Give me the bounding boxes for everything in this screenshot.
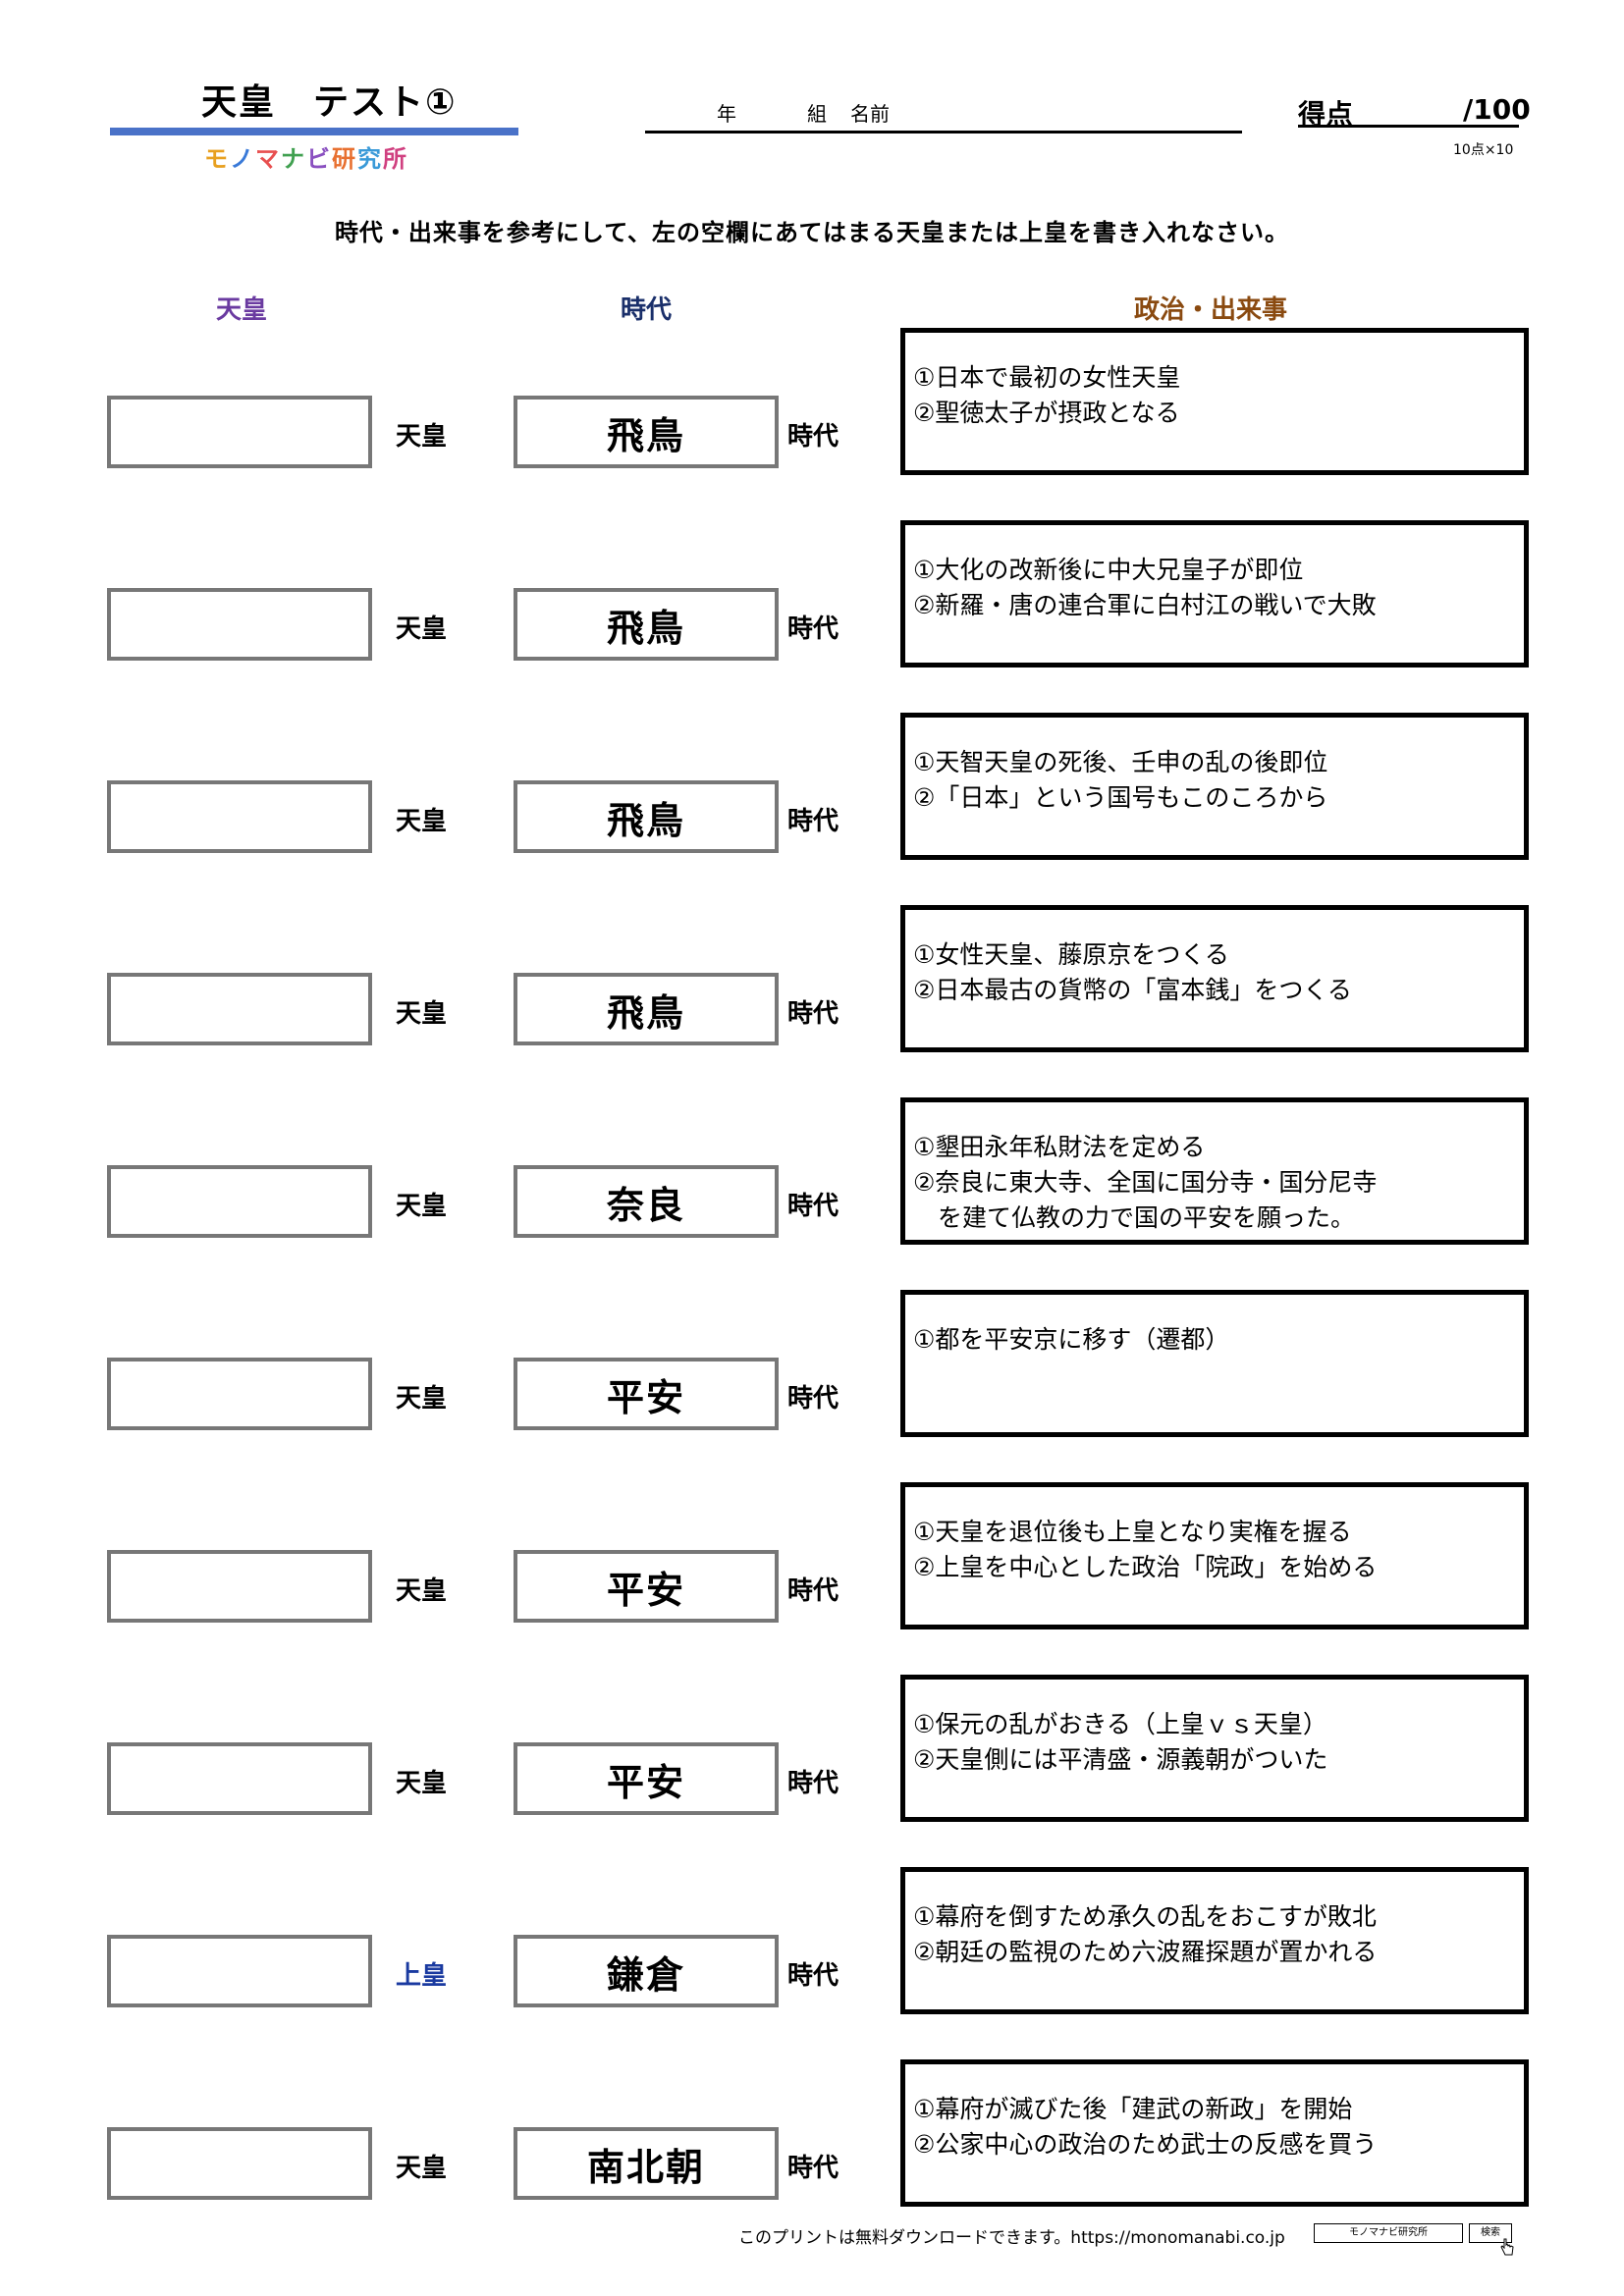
event-line: ②朝廷の監視のため六波羅探題が置かれる [913, 1938, 1378, 1966]
event-line: ②聖徳太子が摂政となる [913, 399, 1180, 427]
footer-search-box: モノマナビ研究所 [1314, 2223, 1463, 2243]
answer-input-box[interactable] [107, 1935, 372, 2007]
score-line [1298, 125, 1519, 128]
column-header-event: 政治・出来事 [1134, 295, 1288, 325]
hand-cursor-icon [1500, 2238, 1514, 2256]
answer-input-box[interactable] [107, 1742, 372, 1815]
event-line: ①幕府が滅びた後「建武の新政」を開始 [913, 2095, 1353, 2123]
era-box: 平安 [514, 1550, 779, 1623]
question-row: 天皇 飛鳥時代 ①女性天皇、藤原京をつくる ②日本最古の貨幣の「富本銭」をつくる [0, 905, 1624, 1052]
event-line: を建て仏教の力で国の平安を願った。 [913, 1203, 1356, 1232]
name-label: 名前 [850, 102, 890, 126]
question-row: 天皇 平安時代 ①天皇を退位後も上皇となり実権を握る ②上皇を中心とした政治「院政」を… [0, 1482, 1624, 1629]
event-line: ②新羅・唐の連合軍に白村江の戦いで大敗 [913, 591, 1377, 619]
event-line: ①天智天皇の死後、壬申の乱の後即位 [913, 748, 1328, 776]
event-box: ①大化の改新後に中大兄皇子が即位 ②新羅・唐の連合軍に白村江の戦いで大敗 [900, 520, 1529, 667]
emperor-suffix: 天皇 [396, 807, 448, 836]
year-label: 年 [717, 102, 736, 126]
question-row: 天皇 平安時代 ①都を平安京に移す（遷都） [0, 1290, 1624, 1437]
event-box: ①都を平安京に移す（遷都） [900, 1290, 1529, 1437]
era-suffix: 時代 [787, 1192, 839, 1221]
event-line: ①幕府を倒すため承久の乱をおこすが敗北 [913, 1902, 1377, 1931]
era-suffix: 時代 [787, 422, 839, 452]
era-box: 飛鳥 [514, 973, 779, 1045]
emperor-suffix: 天皇 [396, 1192, 448, 1221]
footer-search-button: 検索 [1469, 2223, 1512, 2243]
event-box: ①日本で最初の女性天皇 ②聖徳太子が摂政となる [900, 328, 1529, 475]
event-line: ②「日本」という国号もこのころから [913, 783, 1328, 812]
event-box: ①保元の乱がおきる（上皇ｖｓ天皇） ②天皇側には平清盛・源義朝がついた [900, 1675, 1529, 1822]
event-line: ①女性天皇、藤原京をつくる [913, 940, 1229, 969]
era-box: 飛鳥 [514, 780, 779, 853]
event-line: ②奈良に東大寺、全国に国分寺・国分尼寺 [913, 1168, 1378, 1197]
event-line: ①保元の乱がおきる（上皇ｖｓ天皇） [913, 1710, 1327, 1738]
answer-input-box[interactable] [107, 2127, 372, 2200]
era-box: 飛鳥 [514, 396, 779, 468]
event-box: ①天智天皇の死後、壬申の乱の後即位 ②「日本」という国号もこのころから [900, 713, 1529, 860]
era-suffix: 時代 [787, 1384, 839, 1414]
emperor-suffix: 天皇 [396, 614, 448, 644]
event-line: ①墾田永年私財法を定める [913, 1133, 1206, 1161]
answer-input-box[interactable] [107, 1358, 372, 1430]
event-line: ①天皇を退位後も上皇となり実権を握る [913, 1518, 1352, 1546]
event-line: ①都を平安京に移す（遷都） [913, 1325, 1230, 1354]
answer-input-box[interactable] [107, 1165, 372, 1238]
event-box: ①幕府が滅びた後「建武の新政」を開始 ②公家中心の政治のため武士の反感を買う [900, 2059, 1529, 2207]
title-underline [110, 128, 518, 135]
emperor-suffix: 天皇 [396, 1384, 448, 1414]
event-line: ②公家中心の政治のため武士の反感を買う [913, 2130, 1378, 2159]
event-box: ①女性天皇、藤原京をつくる ②日本最古の貨幣の「富本銭」をつくる [900, 905, 1529, 1052]
era-box: 飛鳥 [514, 588, 779, 661]
answer-input-box[interactable] [107, 780, 372, 853]
answer-input-box[interactable] [107, 1550, 372, 1623]
points-note: 10点×10 [1453, 142, 1514, 158]
emperor-suffix: 天皇 [396, 1576, 448, 1606]
answer-input-box[interactable] [107, 396, 372, 468]
event-line: ②日本最古の貨幣の「富本銭」をつくる [913, 976, 1352, 1004]
answer-input-box[interactable] [107, 588, 372, 661]
event-line: ②上皇を中心とした政治「院政」を始める [913, 1553, 1378, 1581]
era-box: 平安 [514, 1742, 779, 1815]
era-box: 奈良 [514, 1165, 779, 1238]
era-box: 鎌倉 [514, 1935, 779, 2007]
event-box: ①幕府を倒すため承久の乱をおこすが敗北 ②朝廷の監視のため六波羅探題が置かれる [900, 1867, 1529, 2014]
column-header-emperor: 天皇 [216, 295, 268, 325]
question-row: 天皇 飛鳥時代 ①大化の改新後に中大兄皇子が即位 ②新羅・唐の連合軍に白村江の戦いで大… [0, 520, 1624, 667]
page-title: 天皇 テスト① [201, 82, 458, 123]
era-suffix: 時代 [787, 807, 839, 836]
event-line: ①大化の改新後に中大兄皇子が即位 [913, 556, 1304, 584]
event-line: ①日本で最初の女性天皇 [913, 363, 1181, 392]
era-suffix: 時代 [787, 1769, 839, 1798]
class-label: 組 [807, 102, 827, 126]
emperor-suffix: 天皇 [396, 422, 448, 452]
answer-input-box[interactable] [107, 973, 372, 1045]
emperor-suffix: 天皇 [396, 2154, 448, 2183]
question-row: 上皇 鎌倉時代 ①幕府を倒すため承久の乱をおこすが敗北 ②朝廷の監視のため六波羅探題が… [0, 1867, 1624, 2014]
question-row: 天皇 飛鳥時代 ①天智天皇の死後、壬申の乱の後即位 ②「日本」という国号もこのころから [0, 713, 1624, 860]
era-suffix: 時代 [787, 1576, 839, 1606]
question-row: 天皇 飛鳥時代 ①日本で最初の女性天皇 ②聖徳太子が摂政となる [0, 328, 1624, 475]
era-box: 南北朝 [514, 2127, 779, 2200]
question-row: 天皇 平安時代 ①保元の乱がおきる（上皇ｖｓ天皇） ②天皇側には平清盛・源義朝がついた [0, 1675, 1624, 1822]
emperor-suffix: 天皇 [396, 1769, 448, 1798]
emperor-suffix: 上皇 [396, 1961, 448, 1991]
emperor-suffix: 天皇 [396, 999, 448, 1029]
era-suffix: 時代 [787, 2154, 839, 2183]
event-box: ①墾田永年私財法を定める ②奈良に東大寺、全国に国分寺・国分尼寺 を建て仏教の力で… [900, 1097, 1529, 1245]
question-row: 天皇 奈良時代 ①墾田永年私財法を定める ②奈良に東大寺、全国に国分寺・国分尼寺 を建… [0, 1097, 1624, 1245]
era-suffix: 時代 [787, 999, 839, 1029]
event-box: ①天皇を退位後も上皇となり実権を握る ②上皇を中心とした政治「院政」を始める [900, 1482, 1529, 1629]
event-line: ②天皇側には平清盛・源義朝がついた [913, 1745, 1328, 1774]
score-max: /100 [1463, 93, 1531, 126]
column-header-era: 時代 [621, 295, 673, 325]
logo: モノマナビ研究所 [204, 145, 408, 173]
era-box: 平安 [514, 1358, 779, 1430]
name-line [645, 131, 1242, 133]
instruction: 時代・出来事を参考にして、左の空欄にあてはまる天皇または上皇を書き入れなさい。 [334, 219, 1290, 246]
era-suffix: 時代 [787, 1961, 839, 1991]
era-suffix: 時代 [787, 614, 839, 644]
footer-text: このプリントは無料ダウンロードできます。https://monomanabi.c… [738, 2228, 1285, 2248]
question-row: 天皇 南北朝時代 ①幕府が滅びた後「建武の新政」を開始 ②公家中心の政治のため武士の反… [0, 2059, 1624, 2207]
